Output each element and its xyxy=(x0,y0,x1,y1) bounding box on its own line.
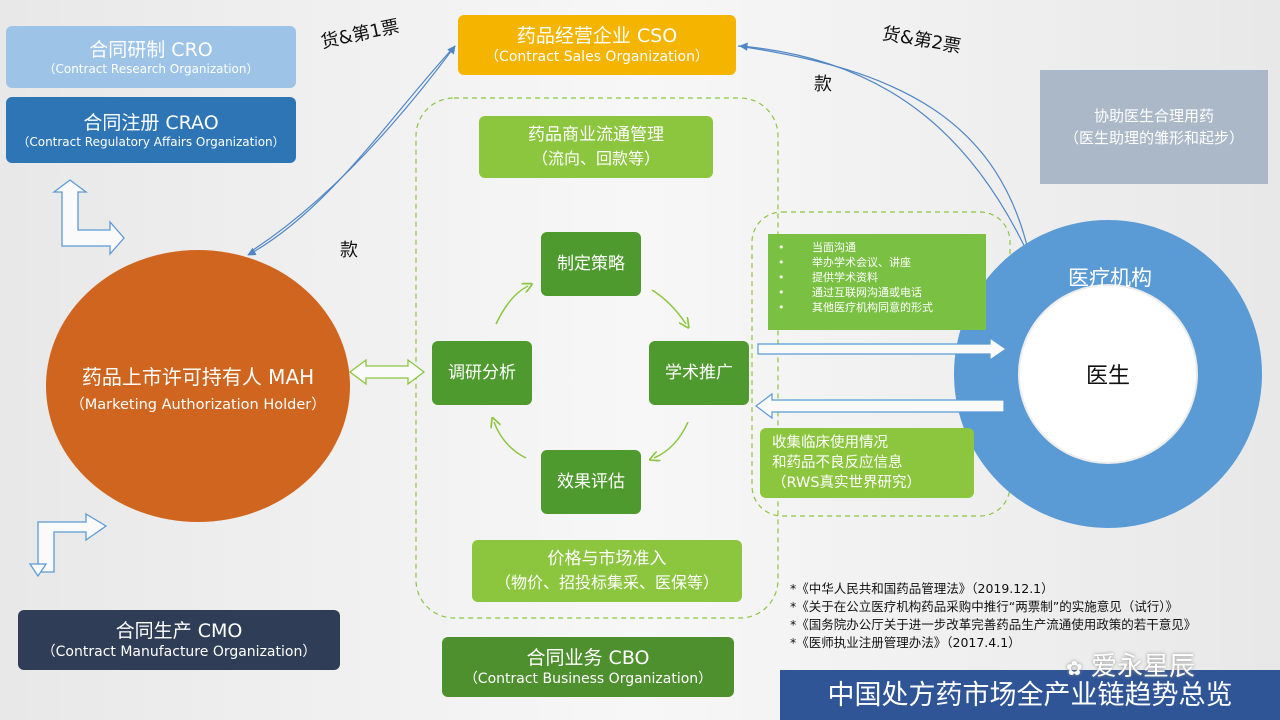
wechat-icon: ✿ xyxy=(1066,656,1083,680)
cycle-academic-box: 学术推广 xyxy=(649,341,749,405)
price-line2: （物价、招投标集采、医保等） xyxy=(494,573,719,592)
hospital-label: 医疗机构 xyxy=(1068,266,1152,290)
bullet-item: •通过互联网沟通或电话 xyxy=(778,286,922,299)
assist-line2: （医生助理的雏形和起步） xyxy=(1063,129,1244,147)
reference-line: *《国务院办公厅关于进一步改革完善药品生产流通使用政策的若干意见》 xyxy=(790,617,1197,632)
mah-text: 药品上市许可持有人 MAH （Marketing Authorization H… xyxy=(46,340,350,440)
cycle-academic-label: 学术推广 xyxy=(665,363,733,383)
cro-box: 合同研制 CRO （Contract Research Organization… xyxy=(6,26,296,88)
communication-methods-box: •当面沟通 •举办学术会议、讲座 •提供学术资料 •通过互联网沟通或电话 •其他… xyxy=(768,234,986,330)
bullet-item: •其他医疗机构同意的形式 xyxy=(778,301,933,314)
mah-title: 药品上市许可持有人 MAH xyxy=(81,365,315,389)
payment-label-1: 款 xyxy=(340,240,358,261)
payment-label-2: 款 xyxy=(814,74,832,95)
cbo-title: 合同业务 CBO xyxy=(526,647,650,669)
cycle-research-label: 调研分析 xyxy=(448,363,516,383)
cycle-strategy-label: 制定策略 xyxy=(557,254,625,274)
flow-mgmt-line1: 药品商业流通管理 xyxy=(528,125,664,145)
cmo-subtitle: （Contract Manufacture Organization） xyxy=(41,644,317,660)
bullet-item: •提供学术资料 xyxy=(778,271,878,284)
cycle-strategy-box: 制定策略 xyxy=(541,232,641,296)
reference-line: *《中华人民共和国药品管理法》（2019.12.1） xyxy=(790,581,1054,596)
cso-title: 药品经营企业 CSO xyxy=(516,25,678,47)
bullet-item: •当面沟通 xyxy=(778,241,856,254)
cbo-subtitle: （Contract Business Organization） xyxy=(463,671,713,687)
collect-line1: 收集临床使用情况 xyxy=(772,435,888,451)
cro-title: 合同研制 CRO xyxy=(89,38,213,61)
cmo-box: 合同生产 CMO （Contract Manufacture Organizat… xyxy=(18,610,340,670)
reference-line: *《医师执业注册管理办法》（2017.4.1） xyxy=(790,635,1021,650)
cycle-evaluate-box: 效果评估 xyxy=(541,450,641,514)
page-title: 中国处方药市场全产业链趋势总览 xyxy=(827,680,1233,711)
assist-box: 协助医生合理用药 （医生助理的雏形和起步） xyxy=(1040,70,1268,184)
cycle-research-box: 调研分析 xyxy=(432,341,532,405)
cso-subtitle: （Contract Sales Organization） xyxy=(485,49,709,65)
cso-box: 药品经营企业 CSO （Contract Sales Organization） xyxy=(458,15,736,75)
cro-subtitle: （Contract Research Organization） xyxy=(43,61,259,76)
assist-line1: 协助医生合理用药 xyxy=(1093,107,1214,125)
mah-subtitle: （Marketing Authorization Holder） xyxy=(70,397,326,413)
flow-mgmt-box: 药品商业流通管理 （流向、回款等） xyxy=(479,116,713,178)
cmo-title: 合同生产 CMO xyxy=(115,620,243,642)
crao-title: 合同注册 CRAO xyxy=(83,111,219,134)
crao-box: 合同注册 CRAO （Contract Regulatory Affairs O… xyxy=(6,97,296,163)
page-title-banner: 中国处方药市场全产业链趋势总览 xyxy=(780,674,1280,718)
bullet-item: •举办学术会议、讲座 xyxy=(778,256,911,269)
reference-line: *《关于在公立医疗机构药品采购中推行“两票制”的实施意见（试行）》 xyxy=(790,599,1178,614)
cbo-box: 合同业务 CBO （Contract Business Organization… xyxy=(442,637,734,697)
collect-line3: （RWS真实世界研究） xyxy=(772,475,922,491)
price-box: 价格与市场准入 （物价、招投标集采、医保等） xyxy=(472,540,742,602)
price-line1: 价格与市场准入 xyxy=(547,549,667,569)
watermark: ✿ 爱永星辰 xyxy=(1066,652,1196,682)
collect-box: 收集临床使用情况 和药品不良反应信息 （RWS真实世界研究） xyxy=(760,428,974,498)
cycle-evaluate-label: 效果评估 xyxy=(557,472,625,492)
flow-mgmt-line2: （流向、回款等） xyxy=(531,149,660,168)
collect-line2: 和药品不良反应信息 xyxy=(772,455,903,471)
crao-subtitle: （Contract Regulatory Affairs Organizatio… xyxy=(17,134,285,149)
hospital-inner-label: 医生 xyxy=(1058,358,1158,390)
doctor-label: 医生 xyxy=(1085,364,1130,389)
hospital-outer-label: 医疗机构 xyxy=(1050,262,1170,292)
